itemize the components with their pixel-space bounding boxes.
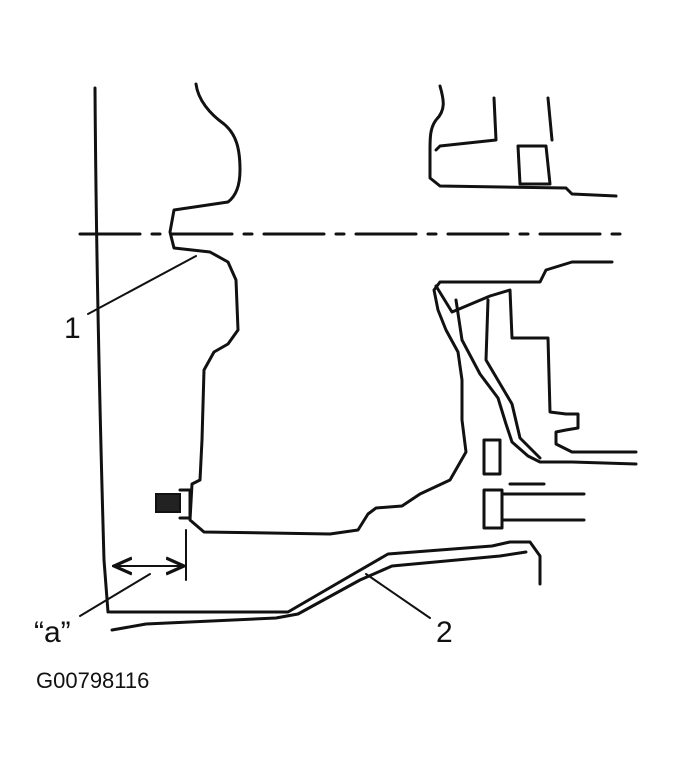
upper-housing-inner	[434, 96, 498, 152]
plate-outer-line	[108, 540, 542, 614]
bolt-head	[155, 493, 181, 513]
lower-housing-channel	[484, 298, 542, 460]
housing-edge-line	[93, 86, 110, 614]
callout-2: 2	[436, 616, 453, 649]
upper-housing-step	[516, 144, 552, 186]
lower-housing-outline	[434, 284, 638, 454]
leader-line-a	[79, 573, 151, 617]
seal-block-upper	[482, 438, 502, 476]
upper-housing-outline	[428, 84, 618, 198]
figure-code: G00798116	[36, 668, 149, 693]
upper-housing-pin	[546, 96, 554, 142]
leader-line-1	[87, 255, 197, 315]
component-body-outline	[168, 82, 614, 536]
seal-block-lower	[482, 488, 504, 530]
leader-line-2	[365, 573, 431, 619]
callout-1: 1	[64, 312, 81, 345]
bolt-flange	[178, 488, 192, 520]
plate-inner-line	[110, 550, 528, 632]
callout-a: “a”	[34, 616, 71, 649]
lower-housing-inner	[454, 298, 638, 466]
